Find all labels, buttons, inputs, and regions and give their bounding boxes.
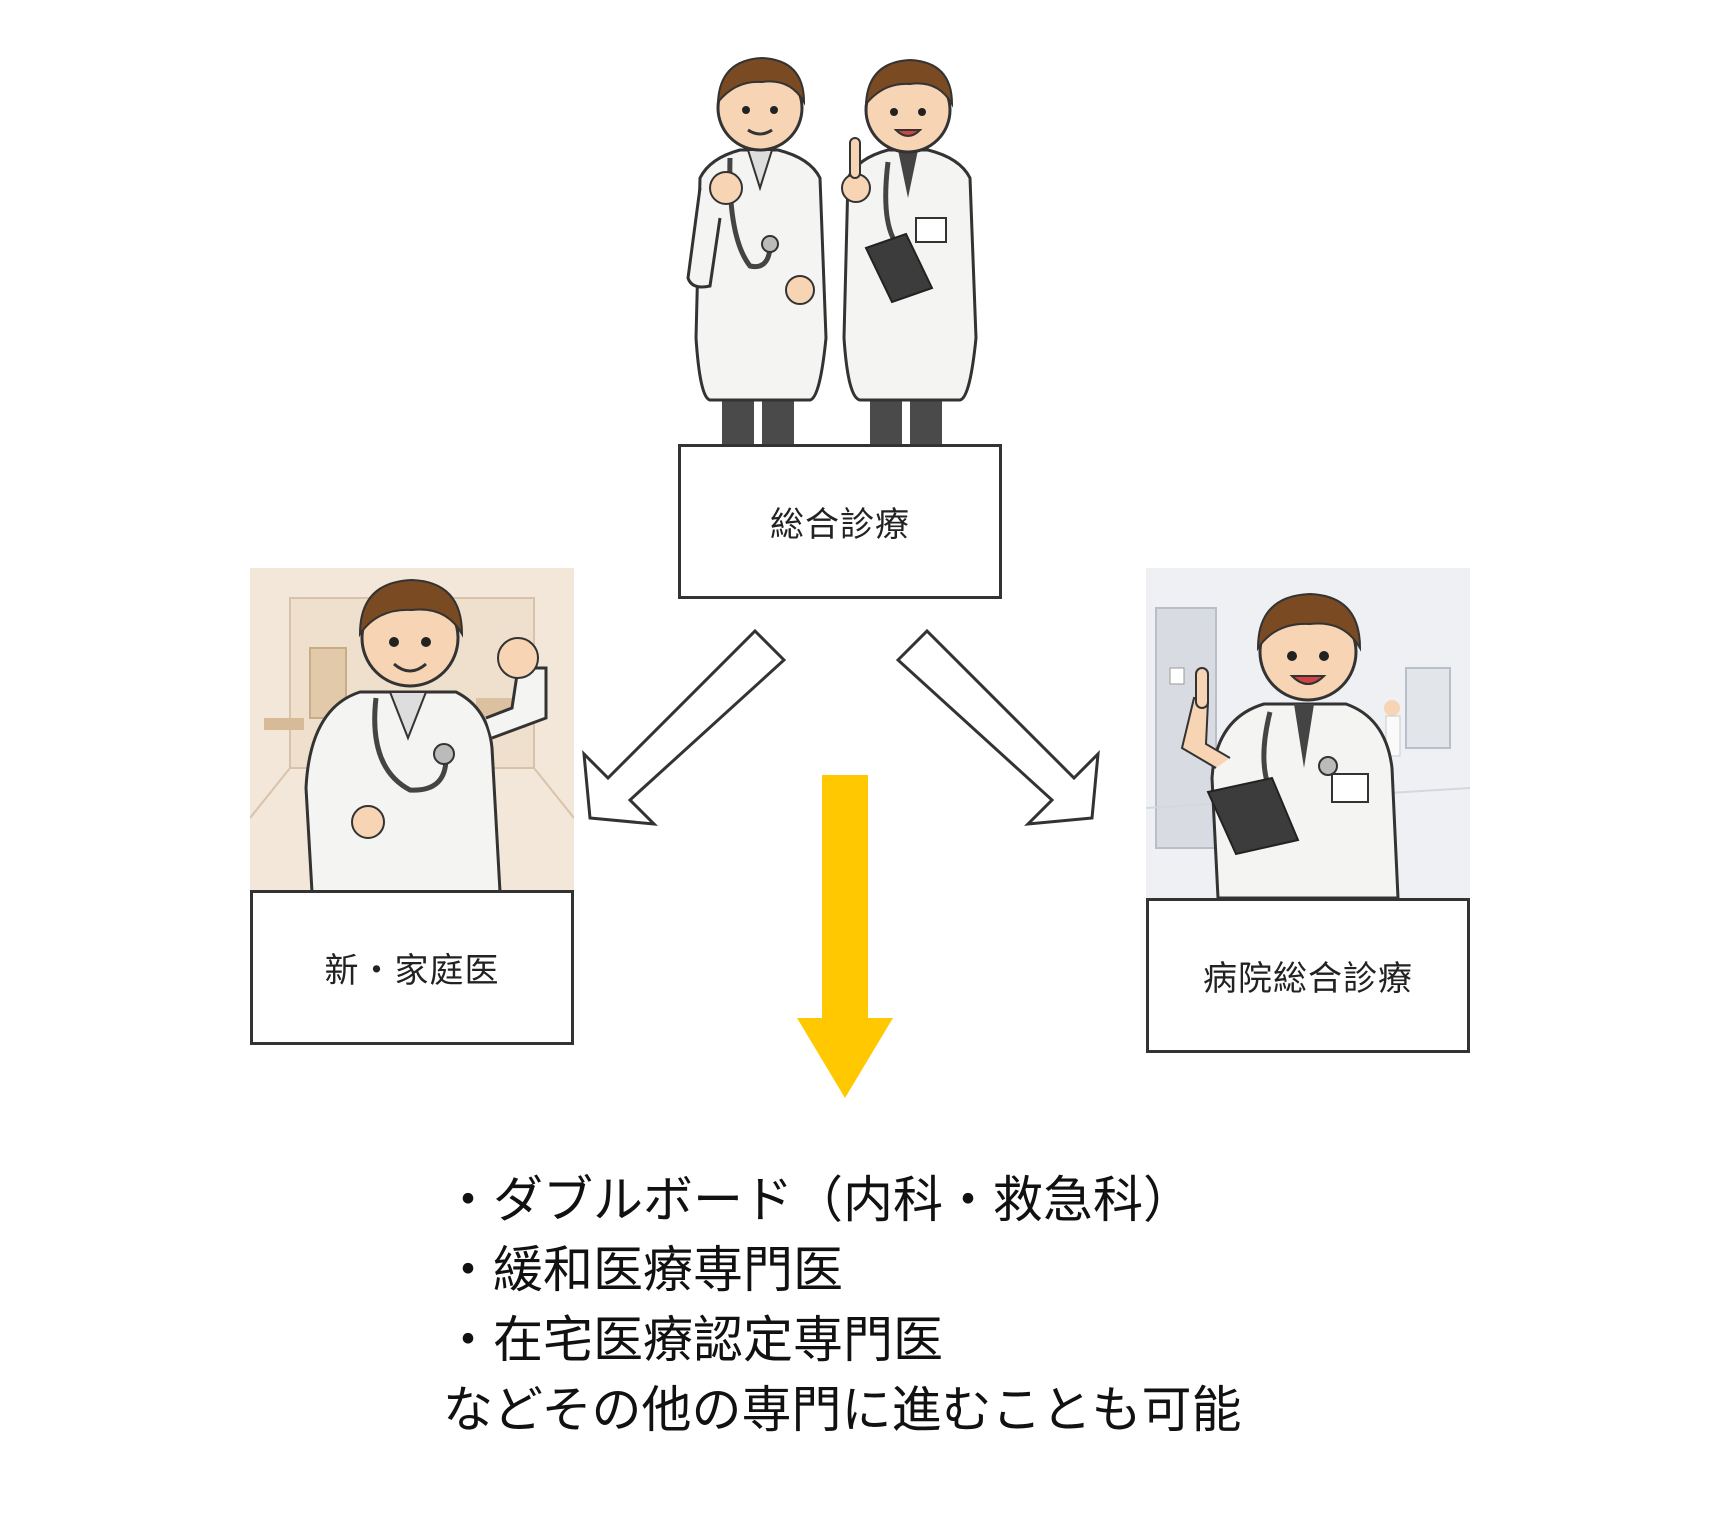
two-doctors-illustration: [686, 56, 978, 448]
arrow-to-hospital-medicine: [895, 628, 1100, 826]
doctor-right-figure: [841, 58, 978, 448]
list-item: ・在宅医療認定専門医: [443, 1311, 943, 1369]
arrow-to-family-medicine: [582, 628, 787, 826]
hospital-medicine-label: 病院総合診療: [1203, 959, 1413, 999]
hospital-doctor-illustration: [1146, 568, 1470, 898]
family-medicine-box: 新・家庭医: [250, 890, 574, 1045]
general-medicine-box: 総合診療: [678, 444, 1002, 599]
list-item: ・ダブルボード（内科・救急科）: [443, 1171, 1193, 1229]
general-medicine-label: 総合診療: [770, 505, 910, 545]
down-arrow-yellow: [797, 775, 893, 1098]
doctor-left-figure: [686, 56, 828, 448]
list-item: ・緩和医療専門医: [443, 1241, 843, 1299]
hospital-medicine-box: 病院総合診療: [1146, 898, 1470, 1053]
family-medicine-label: 新・家庭医: [324, 951, 500, 991]
family-doctor-illustration: [250, 568, 574, 892]
closing-text: などその他の専門に進むことも可能: [443, 1381, 1242, 1439]
other-specialties-list: ・ダブルボード（内科・救急科） ・緩和医療専門医 ・在宅医療認定専門医 などその…: [443, 1165, 1623, 1445]
